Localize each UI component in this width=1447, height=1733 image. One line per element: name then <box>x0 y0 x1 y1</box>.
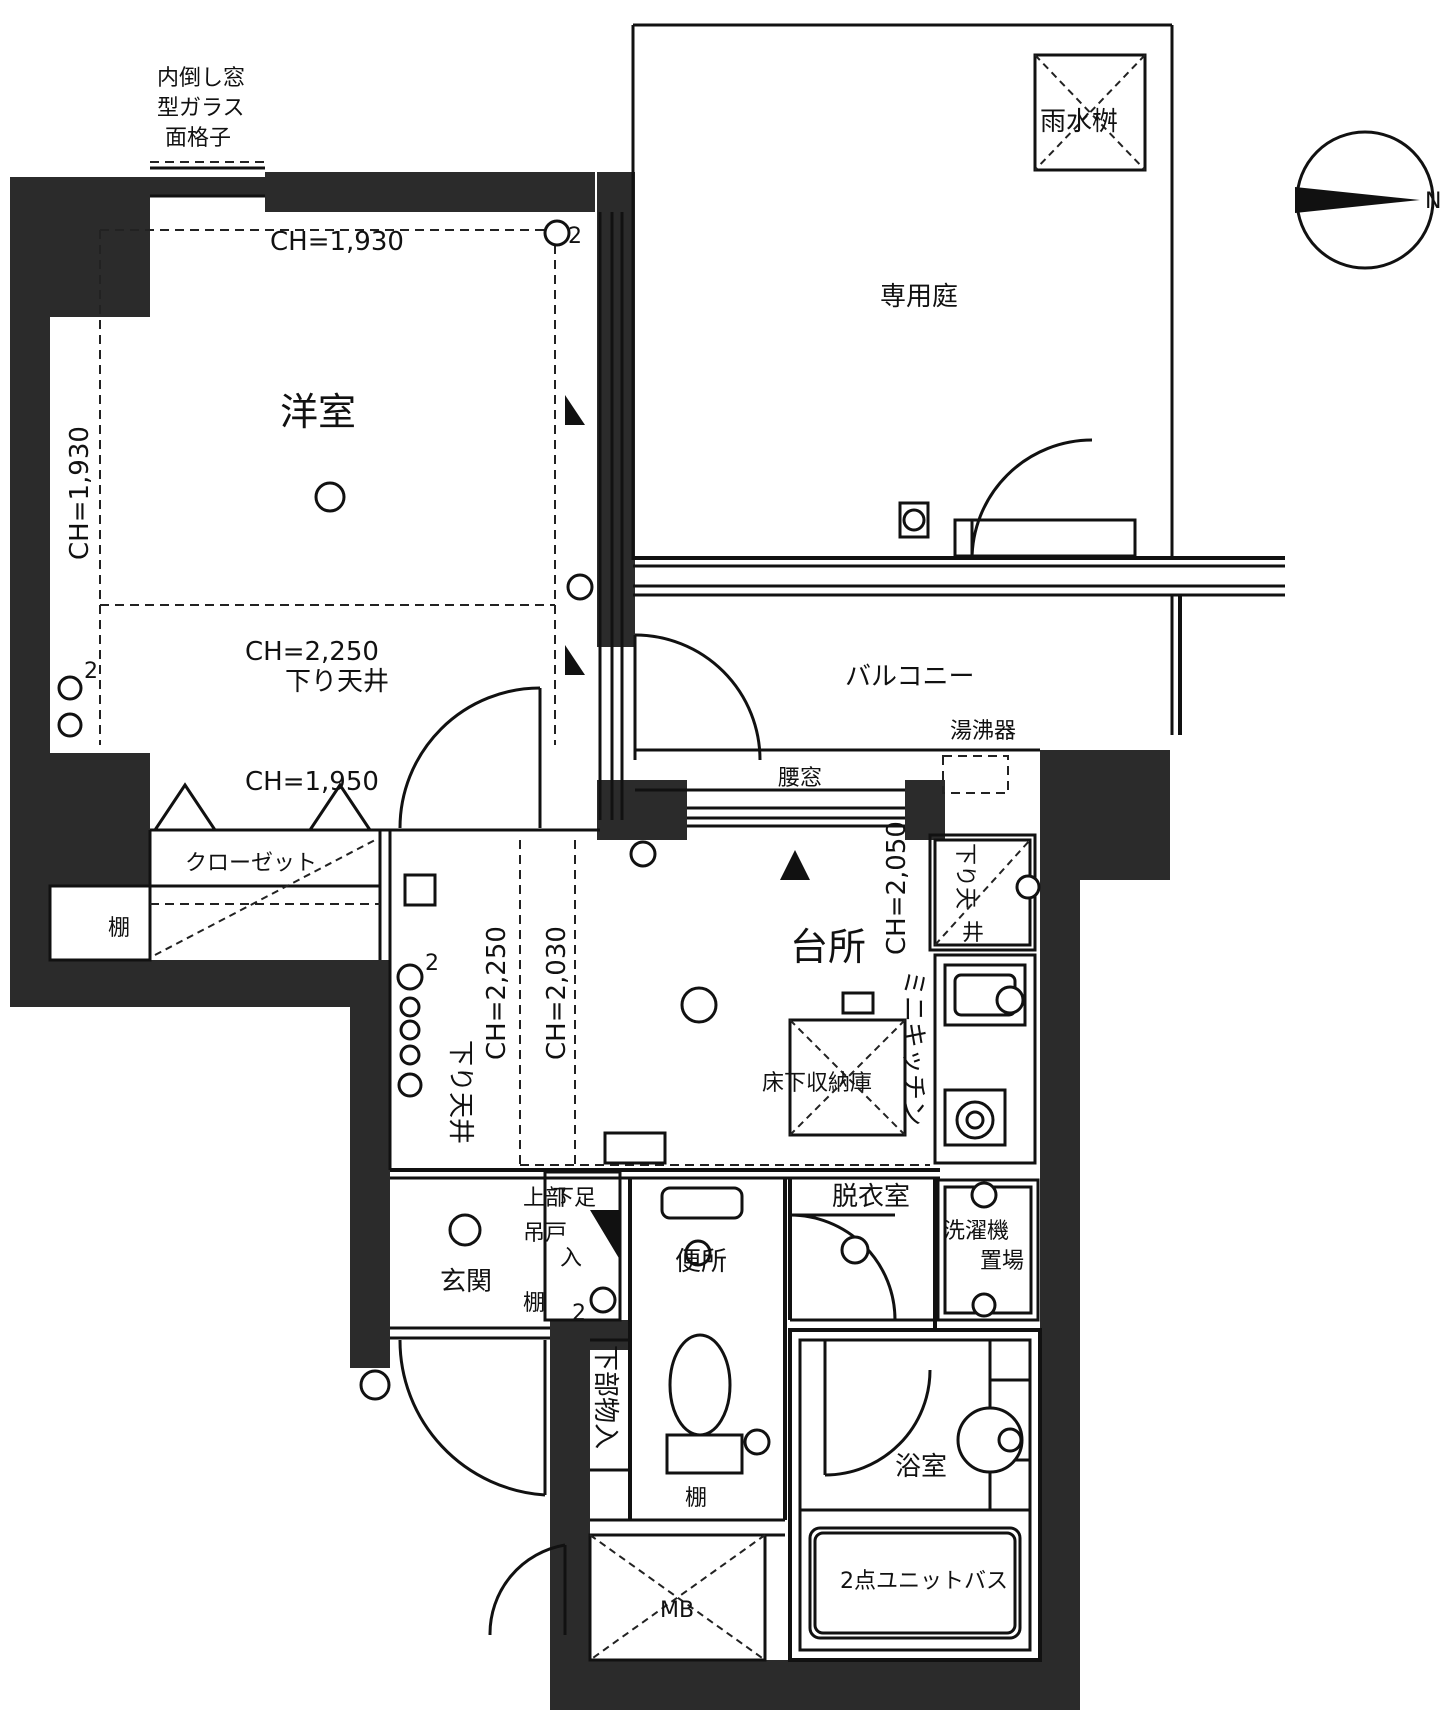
outlet-count-label: 2 <box>425 951 439 976</box>
rain-basin-label: 雨水桝 <box>1040 107 1118 137</box>
toilet-bowl-icon <box>668 1333 732 1437</box>
outlet-icon <box>543 219 571 247</box>
outlet-icon <box>566 573 594 601</box>
window-note-line2: 型ガラス <box>157 96 245 121</box>
washer-line1: 洗濯機 <box>943 1219 1009 1244</box>
outlet-icon <box>1015 874 1041 900</box>
ceiling-light-icon <box>680 986 718 1024</box>
outlet-icon <box>629 840 657 868</box>
compass: N <box>1295 130 1441 270</box>
room-toilet: 便所 <box>675 1247 727 1277</box>
room-balcony: バルコニー <box>845 662 974 692</box>
ceiling-light-icon <box>684 1239 712 1267</box>
closet-label: クローゼット <box>185 851 317 876</box>
shelf-label-2: 棚 <box>685 1486 707 1511</box>
lowered-ceiling-label: 下り天井 <box>285 667 389 697</box>
lowered-ceiling-vertical: 下り天井 <box>445 1040 475 1144</box>
labels: 内倒し窓 型ガラス 面格子 CH=1,930 CH=1,930 洋室 CH=2,… <box>65 66 1118 1623</box>
ceiling-height-kitchen-2030: CH=2,030 <box>542 926 572 1060</box>
ceiling-height-kitchen-2050: CH=2,050 <box>882 821 912 955</box>
waist-window-label: 腰窓 <box>778 766 822 791</box>
north-arrow-icon <box>1295 187 1420 213</box>
outlet-icon <box>57 675 83 701</box>
outlet-icon <box>902 508 926 532</box>
lower-storage-label: 下部物入 <box>590 1345 620 1449</box>
outlet-count-label: 2 <box>84 659 98 684</box>
mb-label: MB <box>660 1598 694 1623</box>
upper-shoe-line2: 吊戸 <box>523 1221 567 1246</box>
stove-burner-icon <box>965 1110 985 1130</box>
sink-faucet-icon <box>995 985 1025 1015</box>
outlet-icon <box>743 1428 771 1456</box>
foot-storage-line1: 下足 <box>552 1186 596 1211</box>
window-note-line1: 内倒し窓 <box>157 66 245 91</box>
outlet-count-label: 2 <box>572 1301 586 1326</box>
ceiling-light-icon <box>314 481 346 513</box>
shelf-label: 棚 <box>108 916 130 941</box>
outlet-icon <box>396 963 424 991</box>
shoe-box-icon <box>590 1210 620 1260</box>
outlet-icon <box>603 1131 667 1165</box>
ceiling-light-icon <box>970 1181 998 1209</box>
ceiling-lines <box>99 229 930 1166</box>
ceiling-light-icon <box>840 1235 870 1265</box>
intercom-icon <box>57 712 83 738</box>
range-hood-icon <box>841 991 875 1015</box>
shower-head-icon <box>997 1427 1023 1453</box>
toilet-tank-icon <box>660 1186 744 1220</box>
room-entrance: 玄関 <box>440 1267 492 1297</box>
window-note-line3: 面格子 <box>165 126 231 151</box>
ceiling-height-kitchen-2250: CH=2,250 <box>482 926 512 1060</box>
compass-label: N <box>1425 189 1441 214</box>
ceiling-height-1950: CH=1,950 <box>245 767 379 797</box>
x-boxes <box>589 53 1147 1661</box>
water-heater-label: 湯沸器 <box>950 719 1016 744</box>
room-western: 洋室 <box>280 390 356 434</box>
ceiling-light-icon <box>448 1213 482 1247</box>
vent-icon <box>780 850 810 880</box>
upper-shoe-line3: 棚 <box>523 1291 545 1316</box>
lowered-ceiling-k2: 井 <box>962 921 984 946</box>
fixture-symbols <box>57 219 1041 1475</box>
room-dressing: 脱衣室 <box>832 1182 910 1212</box>
panel-icon <box>403 873 437 907</box>
unit-bath-label: 2点ユニットバス <box>840 1569 1008 1594</box>
doors <box>153 438 1137 1636</box>
vent-icon <box>565 645 585 675</box>
foot-storage-line2: 入 <box>560 1246 582 1271</box>
washer-line2: 置場 <box>980 1249 1024 1274</box>
mini-kitchen-label: ミニキッチン <box>898 970 928 1126</box>
outlet-icon <box>971 1292 997 1318</box>
switch-icon <box>399 1019 421 1041</box>
outlet-count-label: 2 <box>568 224 582 249</box>
exterior-walls <box>10 172 1170 1710</box>
closet-diagonal <box>154 839 376 956</box>
lowered-ceiling-k1: 下り天 <box>952 843 977 909</box>
room-bathroom: 浴室 <box>895 1452 947 1482</box>
upper-shoe-line1: 上部 <box>523 1186 567 1211</box>
switch-icon <box>397 1072 423 1098</box>
switch-icon <box>399 996 421 1018</box>
switch-icon <box>399 1044 421 1066</box>
partitions <box>48 23 1285 1662</box>
toilet-base-icon <box>665 1433 744 1475</box>
entrance-light-icon <box>359 1369 391 1401</box>
floor-storage-label: 床下収納庫 <box>762 1071 872 1096</box>
vent-icon <box>565 395 585 425</box>
room-kitchen: 台所 <box>790 925 866 969</box>
outlet-icon <box>589 1286 617 1314</box>
ceiling-height-left: CH=1,930 <box>65 426 95 560</box>
ceiling-height-lowered: CH=2,250 <box>245 637 379 667</box>
room-garden: 専用庭 <box>880 282 958 312</box>
ceiling-height-top: CH=1,930 <box>270 227 404 257</box>
